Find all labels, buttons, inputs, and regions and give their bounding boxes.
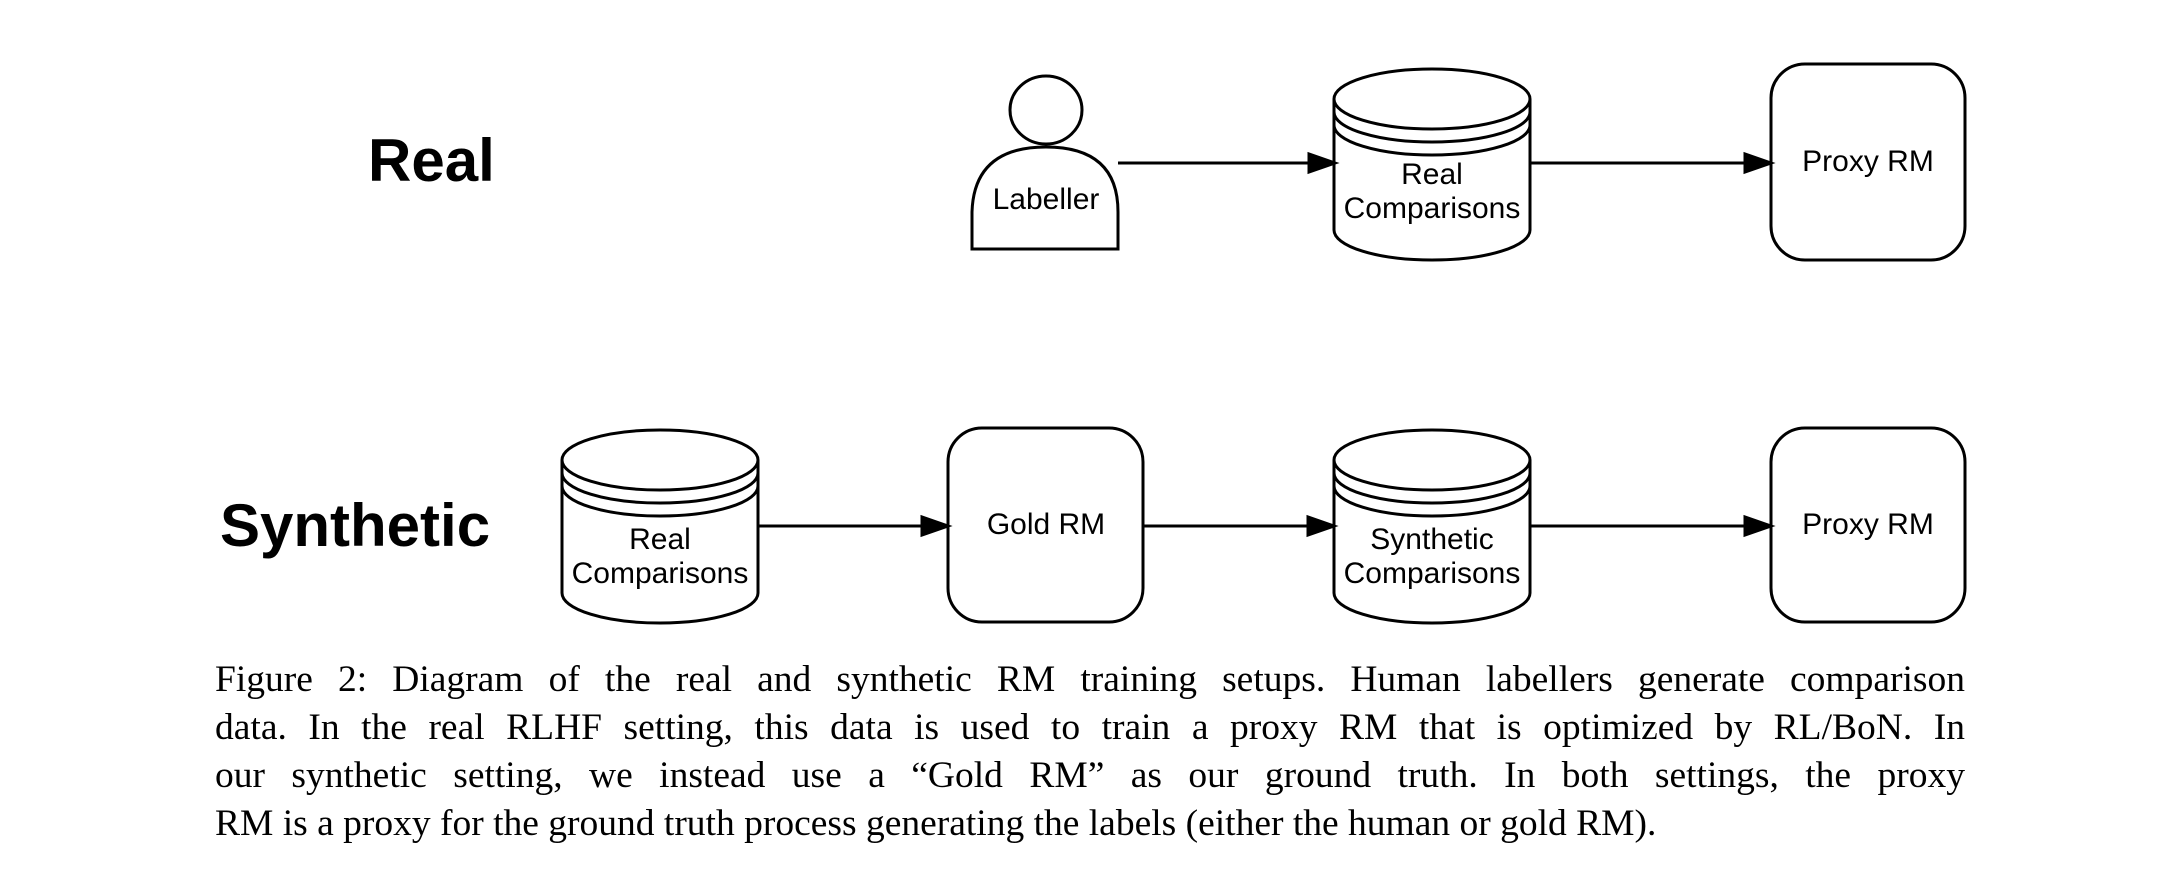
gold-rm-label: Gold RM (986, 508, 1106, 541)
arrow-gold-rm-to-synthetic-comparisons (1143, 514, 1339, 538)
real-comparisons-top-line1: Real (1401, 158, 1463, 191)
person-head-shape (1008, 74, 1084, 146)
person-body-shape (970, 145, 1120, 251)
real-comparisons-top-line2: Comparisons (1343, 192, 1521, 225)
arrow-real-comparisons-to-proxy-rm-top (1530, 151, 1776, 175)
arrow-real-comparisons-to-gold-rm (758, 514, 953, 538)
synthetic-comparisons-line2: Comparisons (1343, 557, 1521, 590)
arrow-labeller-to-real-comparisons (1118, 151, 1340, 175)
real-comparisons-bottom-line1: Real (629, 523, 691, 556)
arrow-synthetic-comparisons-to-proxy-rm-bottom (1530, 514, 1776, 538)
row-label-synthetic: Synthetic (220, 492, 491, 559)
proxy-rm-top-label: Proxy RM (1802, 145, 1934, 178)
caption-line-1: Figure 2: Diagram of the real and synthe… (215, 659, 1965, 700)
real-comparisons-bottom-cylinder-icon (560, 428, 760, 625)
synthetic-comparisons-label: Synthetic Comparisons (1322, 523, 1542, 591)
real-comparisons-bottom-line2: Comparisons (571, 557, 749, 590)
caption-line-2: data. In the real RLHF setting, this dat… (215, 707, 1965, 748)
synthetic-comparisons-cylinder-icon (1332, 428, 1532, 625)
real-comparisons-bottom-label: Real Comparisons (550, 523, 770, 591)
synthetic-comparisons-line1: Synthetic (1370, 523, 1494, 556)
real-comparisons-top-label: Real Comparisons (1322, 158, 1542, 226)
proxy-rm-bottom-label: Proxy RM (1802, 508, 1934, 541)
real-comparisons-top-cylinder-icon (1332, 67, 1532, 262)
labeller-person-icon (970, 74, 1120, 251)
labeller-label: Labeller (992, 183, 1100, 216)
figure-caption: Figure 2: Diagram of the real and synthe… (215, 656, 1965, 848)
row-label-real: Real (368, 127, 495, 194)
caption-line-4: RM is a proxy for the ground truth proce… (215, 803, 1657, 844)
caption-line-3: our synthetic setting, we instead use a … (215, 755, 1965, 796)
